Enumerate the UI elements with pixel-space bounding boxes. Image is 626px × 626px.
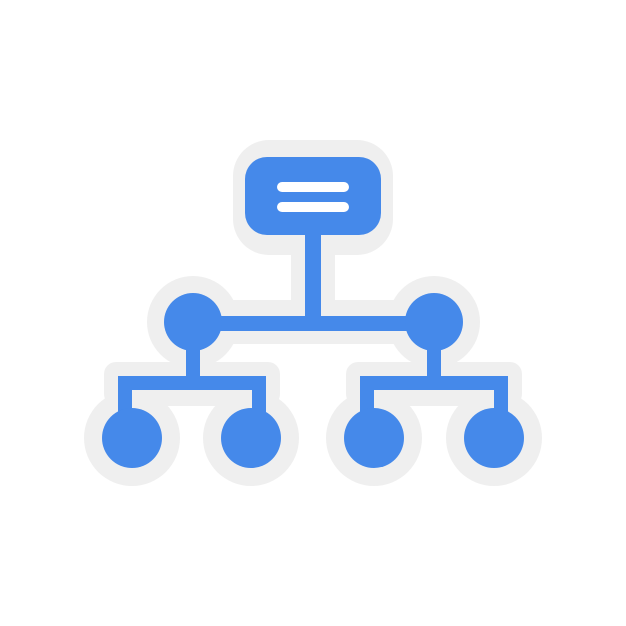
icon-fill xyxy=(102,157,524,468)
mid-connector xyxy=(205,316,417,331)
left-branch-bar xyxy=(118,376,266,390)
leaf-node-4 xyxy=(464,408,524,468)
left-branch-drop-2 xyxy=(252,376,266,412)
root-line-top xyxy=(277,182,349,192)
root-node xyxy=(245,157,381,235)
left-branch-drop-1 xyxy=(118,376,132,412)
leaf-node-3 xyxy=(344,408,404,468)
root-node-lines xyxy=(277,182,349,212)
left-stem xyxy=(186,348,200,378)
trunk-connector xyxy=(305,235,321,317)
leaf-node-2 xyxy=(221,408,281,468)
mid-node-left xyxy=(164,293,222,351)
right-branch-drop-2 xyxy=(494,376,508,412)
mid-node-right xyxy=(405,293,463,351)
right-stem xyxy=(427,348,441,378)
right-branch-bar xyxy=(360,376,508,390)
root-line-bottom xyxy=(277,202,349,212)
right-branch-drop-1 xyxy=(360,376,374,412)
leaf-node-1 xyxy=(102,408,162,468)
